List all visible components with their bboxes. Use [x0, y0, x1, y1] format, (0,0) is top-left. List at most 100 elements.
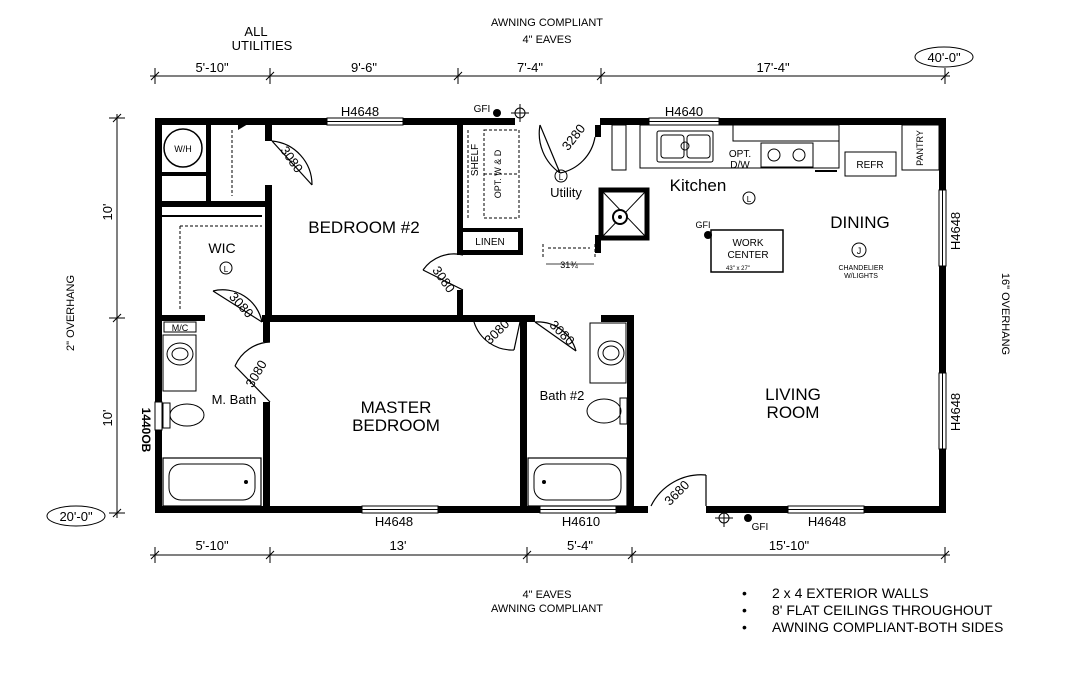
chandelier-label-line1: CHANDELIER	[838, 265, 883, 272]
gfi-outlets	[493, 104, 752, 527]
light-symbol-kitchen: L	[747, 195, 752, 204]
top-dimension-4: 17'-4"	[756, 60, 790, 75]
top-dimension-3: 7'-4"	[517, 60, 543, 75]
room-label-kitchen: Kitchen	[670, 176, 727, 195]
overall-length-oval	[914, 46, 974, 68]
gfi-outlet-top-icon	[493, 109, 501, 117]
top-dimension-line	[150, 68, 950, 84]
overall-width-oval	[46, 505, 106, 527]
chandelier-label-line2: W/LIGHTS	[844, 273, 878, 280]
light-icon-kitchen	[742, 191, 756, 205]
room-label-mbath: M. Bath	[212, 392, 257, 407]
utilities-note-line2: UTILITIES	[232, 38, 293, 53]
utilities-note-line1: ALL	[244, 24, 267, 39]
light-symbol-utility: L	[559, 173, 564, 182]
gfi-label-bottom: GFI	[752, 522, 769, 533]
water-heater-icon	[163, 128, 203, 168]
room-label-dining: DINING	[830, 213, 890, 232]
light-fixtures: L L L	[219, 169, 756, 275]
gfi-outlet-island-icon	[704, 231, 712, 239]
range-burner-right	[792, 148, 806, 162]
opt-dw-label-line1: OPT.	[729, 149, 751, 160]
left-dimension-2: 10'	[100, 410, 115, 427]
light-icon-utility	[554, 169, 568, 183]
mbath-toilet-tank	[162, 402, 171, 429]
shelf-lines	[179, 129, 596, 310]
eaves-note-bottom: 4" EAVES	[523, 589, 572, 601]
chandelier-symbol: J	[857, 246, 862, 256]
kitchen-faucet	[680, 141, 690, 151]
overall-length: 40'-0"	[927, 50, 961, 65]
opt-wd-label: OPT. W & D	[493, 149, 503, 198]
right-overhang: 16" OVERHANG	[999, 273, 1011, 355]
spec-note-walls: 2 x 4 EXTERIOR WALLS	[742, 585, 1003, 602]
room-label-wic: WIC	[208, 240, 235, 256]
mbath-sink-icon	[166, 342, 194, 366]
water-heater-label: W/H	[174, 144, 192, 154]
gfi-label-top: GFI	[474, 104, 491, 115]
awning-note-top-line1: AWNING COMPLIANT	[491, 17, 603, 29]
window-sill-lines	[327, 121, 943, 510]
refrigerator-label: REFR	[856, 160, 883, 171]
door-label-front: 3680	[661, 477, 692, 508]
bottom-dimension-2: 13'	[390, 538, 407, 553]
linen-label: LINEN	[475, 237, 504, 248]
room-label-master-line2: BEDROOM	[352, 416, 440, 435]
spec-notes: 2 x 4 EXTERIOR WALLS 8' FLAT CEILINGS TH…	[742, 585, 1003, 636]
work-center-size: 43" x 27"	[726, 266, 750, 272]
work-center-label-line1: WORK	[732, 238, 763, 249]
spec-note-awning: AWNING COMPLIANT-BOTH SIDES	[742, 619, 1003, 636]
room-label-living-line2: ROOM	[767, 403, 820, 422]
spec-note-ceilings: 8' FLAT CEILINGS THROUGHOUT	[742, 602, 1003, 619]
top-dimension-1: 5'-10"	[195, 60, 229, 75]
mbath-tub-basin	[168, 463, 256, 501]
medicine-cabinet	[163, 321, 197, 333]
gfi-label-island: GFI	[696, 220, 711, 230]
bath2-vanity	[589, 322, 627, 384]
mbath-sink-bowl	[171, 347, 189, 361]
overall-width: 20'-0"	[59, 509, 93, 524]
left-dimension-line	[109, 113, 125, 518]
awning-note-bottom: AWNING COMPLIANT	[491, 603, 603, 615]
door-label-bedroom2: 3080	[277, 143, 306, 175]
window-label-bath2: H4610	[562, 514, 600, 529]
room-label-living-line1: LIVING	[765, 385, 821, 404]
chandelier-icon	[851, 242, 867, 258]
door-label-utility: 3280	[559, 121, 589, 153]
shelf-label: SHELF	[470, 144, 481, 176]
kitchen-counters	[611, 124, 940, 171]
awning-note-top-line2: 4" EAVES	[523, 34, 572, 46]
door-swings	[212, 124, 707, 507]
work-center-island	[710, 229, 784, 273]
bath2-tub-icon	[527, 457, 628, 507]
kitchen-sink-bowl-right	[686, 134, 711, 159]
kitchen-sink-bowl-left	[660, 134, 685, 159]
vent-icon	[238, 118, 258, 130]
range-icon	[760, 142, 814, 168]
kitchen-sink-icon	[656, 130, 714, 163]
mbath-tub-drain	[244, 480, 248, 484]
left-dimension-1: 10'	[100, 204, 115, 221]
room-label-bedroom2: BEDROOM #2	[308, 218, 419, 237]
width-31-label: 31¾	[560, 260, 578, 270]
bath2-tub-basin	[533, 463, 622, 501]
gfi-outlet-bottom-icon	[744, 514, 752, 522]
interior-walls	[155, 125, 634, 506]
window-label-bedroom2: H4648	[341, 104, 379, 119]
furnace-icon	[598, 187, 650, 241]
mbath-tub-icon	[162, 457, 262, 507]
door-label-hall-bed2: 3080	[429, 263, 458, 295]
door-label-mbath: 3080	[242, 357, 269, 390]
room-label-master-line1: MASTER	[361, 398, 432, 417]
mbath-vanity	[162, 334, 197, 392]
bath2-toilet-icon	[586, 398, 622, 424]
bath2-toilet-tank	[619, 397, 628, 425]
window-label-mbath: 1440OB	[139, 408, 153, 453]
bottom-dimension-3: 5'-4"	[567, 538, 593, 553]
window-label-kitchen: H4640	[665, 104, 703, 119]
bath2-sink-bowl	[602, 345, 620, 361]
left-overhang: 2" OVERHANG	[65, 275, 77, 351]
range-burner-left	[767, 148, 781, 162]
light-symbol-wic: L	[224, 265, 229, 274]
